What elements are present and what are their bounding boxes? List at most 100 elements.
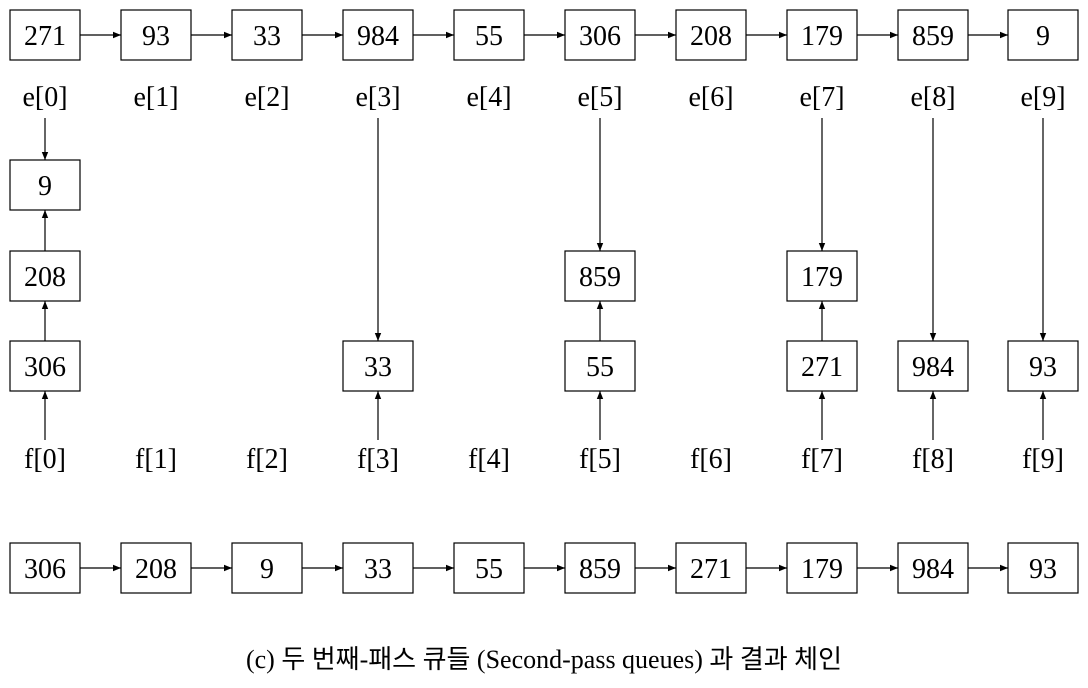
input-node-2-value: 33 <box>253 21 281 52</box>
figure-caption: (c) 두 번째-패스 큐들 (Second-pass queues) 과 결과… <box>245 645 843 674</box>
queue-7-node-1: 179 <box>786 250 858 302</box>
end-pointer-label-4: e[4] <box>466 82 511 113</box>
input-node-3-value: 984 <box>357 21 399 52</box>
input-node-1: 93 <box>120 9 192 61</box>
input-node-0-rect <box>9 9 81 61</box>
queue-8-node-0-value: 984 <box>912 352 954 383</box>
input-node-4-rect <box>453 9 525 61</box>
result-node-7-value: 179 <box>801 554 843 585</box>
input-node-3-rect <box>342 9 414 61</box>
input-node-9-rect <box>1007 9 1079 61</box>
queue-5-node-0-rect <box>564 340 636 392</box>
result-node-3-rect <box>342 542 414 594</box>
queue-3-node-0-value: 33 <box>364 352 392 383</box>
end-pointer-label-6: e[6] <box>688 82 733 113</box>
result-node-5: 859 <box>564 542 636 594</box>
front-pointer-label-1: f[1] <box>135 444 177 475</box>
result-node-6-rect <box>675 542 747 594</box>
result-node-6: 271 <box>675 542 747 594</box>
result-node-7: 179 <box>786 542 858 594</box>
input-node-1-rect <box>120 9 192 61</box>
queue-7-node-0: 271 <box>786 340 858 392</box>
input-node-4: 55 <box>453 9 525 61</box>
queue-5-node-1: 859 <box>564 250 636 302</box>
input-node-1-value: 93 <box>142 21 170 52</box>
queue-0-node-0-rect <box>9 340 81 392</box>
result-node-5-value: 859 <box>579 554 621 585</box>
input-node-6-value: 208 <box>690 21 732 52</box>
queue-0-node-0: 306 <box>9 340 81 392</box>
end-pointer-label-0: e[0] <box>22 82 67 113</box>
input-node-2-rect <box>231 9 303 61</box>
input-node-8: 859 <box>897 9 969 61</box>
result-node-2-value: 9 <box>260 554 274 585</box>
result-node-5-rect <box>564 542 636 594</box>
front-pointer-label-4: f[4] <box>468 444 510 475</box>
nodes-layer: 271 93 33 984 55 306 208 179 859 9 e[0] e[1] e[2] e[3… <box>9 9 1079 594</box>
queue-5-node-1-value: 859 <box>579 262 621 293</box>
queue-0-node-2-rect <box>9 159 81 211</box>
result-node-0: 306 <box>9 542 81 594</box>
result-node-9-rect <box>1007 542 1079 594</box>
queue-5-node-0-value: 55 <box>586 352 614 383</box>
result-node-8-rect <box>897 542 969 594</box>
queue-7-node-1-rect <box>786 250 858 302</box>
queue-8-node-0: 984 <box>897 340 969 392</box>
result-node-2: 9 <box>231 542 303 594</box>
queue-7-node-0-rect <box>786 340 858 392</box>
result-node-8: 984 <box>897 542 969 594</box>
input-node-9: 9 <box>1007 9 1079 61</box>
result-node-6-value: 271 <box>690 554 732 585</box>
end-pointer-label-3: e[3] <box>355 82 400 113</box>
queue-8-node-0-rect <box>897 340 969 392</box>
result-node-1-rect <box>120 542 192 594</box>
arrows-layer <box>41 31 1047 572</box>
input-node-4-value: 55 <box>475 21 503 52</box>
queue-9-node-0: 93 <box>1007 340 1079 392</box>
input-node-7-value: 179 <box>801 21 843 52</box>
end-pointer-label-9: e[9] <box>1020 82 1065 113</box>
front-pointer-label-7: f[7] <box>801 444 843 475</box>
result-node-2-rect <box>231 542 303 594</box>
radix-sort-diagram: 271 93 33 984 55 306 208 179 859 9 e[0] e[1] e[2] e[3… <box>9 9 1079 594</box>
input-node-7-rect <box>786 9 858 61</box>
result-node-0-rect <box>9 542 81 594</box>
input-node-5-rect <box>564 9 636 61</box>
queue-0-node-1: 208 <box>9 250 81 302</box>
queue-0-node-1-rect <box>9 250 81 302</box>
input-node-7: 179 <box>786 9 858 61</box>
end-pointer-label-2: e[2] <box>244 82 289 113</box>
result-node-1-value: 208 <box>135 554 177 585</box>
queue-7-node-1-value: 179 <box>801 262 843 293</box>
result-node-3-value: 33 <box>364 554 392 585</box>
queue-7-node-0-value: 271 <box>801 352 843 383</box>
input-node-6-rect <box>675 9 747 61</box>
queue-9-node-0-value: 93 <box>1029 352 1057 383</box>
front-pointer-label-5: f[5] <box>579 444 621 475</box>
end-pointer-label-1: e[1] <box>133 82 178 113</box>
input-node-5: 306 <box>564 9 636 61</box>
end-pointer-label-8: e[8] <box>910 82 955 113</box>
end-pointer-label-7: e[7] <box>799 82 844 113</box>
input-node-3: 984 <box>342 9 414 61</box>
front-pointer-label-2: f[2] <box>246 444 288 475</box>
front-pointer-label-3: f[3] <box>357 444 399 475</box>
queue-9-node-0-rect <box>1007 340 1079 392</box>
input-node-0-value: 271 <box>24 21 66 52</box>
result-node-4-value: 55 <box>475 554 503 585</box>
queue-5-node-0: 55 <box>564 340 636 392</box>
queue-0-node-1-value: 208 <box>24 262 66 293</box>
queue-3-node-0-rect <box>342 340 414 392</box>
result-node-3: 33 <box>342 542 414 594</box>
front-pointer-label-8: f[8] <box>912 444 954 475</box>
queue-0-node-2: 9 <box>9 159 81 211</box>
input-node-0: 271 <box>9 9 81 61</box>
result-node-0-value: 306 <box>24 554 66 585</box>
result-node-9-value: 93 <box>1029 554 1057 585</box>
input-node-6: 208 <box>675 9 747 61</box>
input-node-2: 33 <box>231 9 303 61</box>
front-pointer-label-0: f[0] <box>24 444 66 475</box>
input-node-8-rect <box>897 9 969 61</box>
result-node-9: 93 <box>1007 542 1079 594</box>
input-node-8-value: 859 <box>912 21 954 52</box>
